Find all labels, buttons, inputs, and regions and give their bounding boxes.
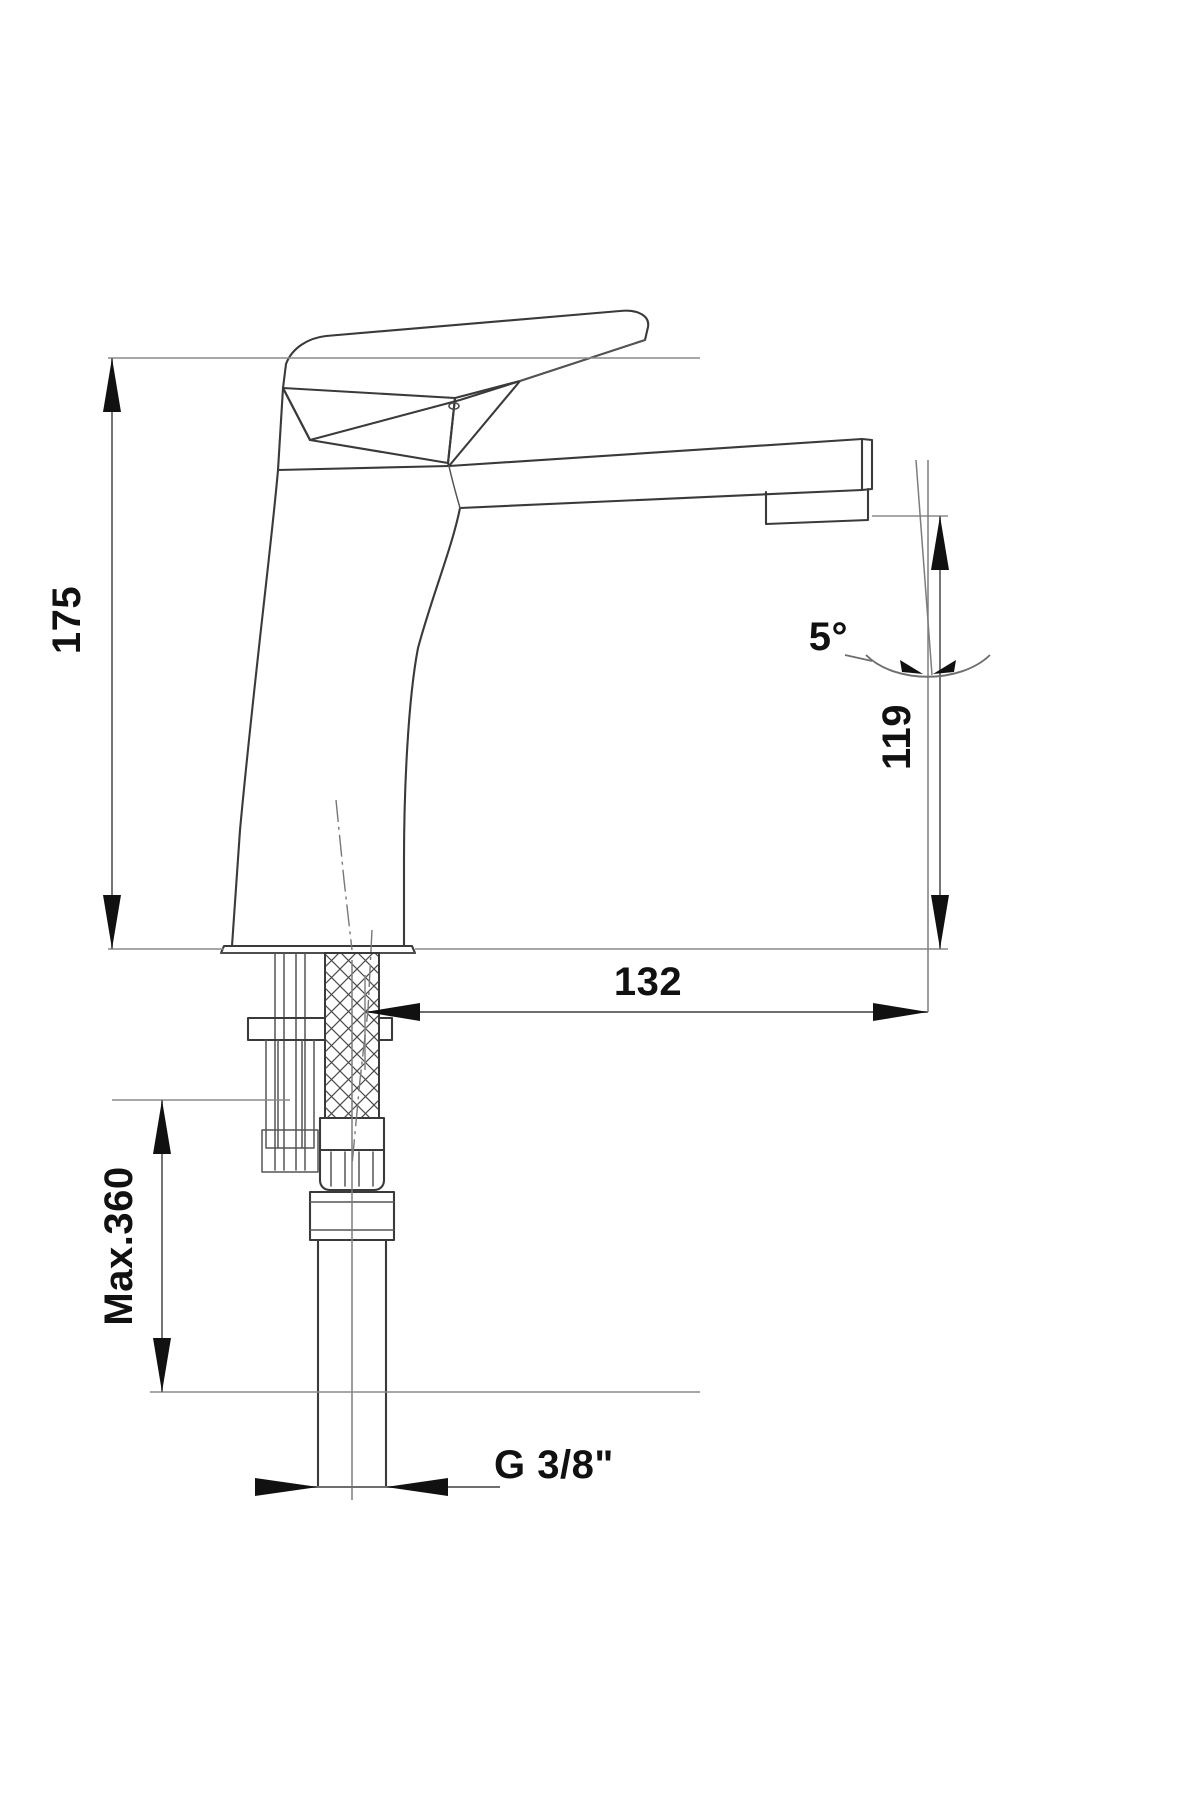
- angle-arrow-left: [900, 660, 923, 674]
- dimension-label-119: 119: [875, 704, 919, 770]
- hose-connector-nut-outline: [318, 1148, 386, 1192]
- stud-nut-left: [261, 1129, 319, 1173]
- angle-arrow-right: [933, 660, 956, 674]
- body-column-centerline: [351, 929, 373, 1166]
- dimension-label-5deg: 5°: [809, 615, 848, 659]
- arrow-g38-left: [255, 1478, 318, 1496]
- stud-sleeve-left: [265, 1039, 315, 1149]
- dimension-supply-thread-g38: G 3/8": [255, 1443, 614, 1496]
- arrow-360-bottom: [153, 1338, 171, 1392]
- arrow-132-right: [873, 1003, 928, 1021]
- dimension-overall-height-175: 175: [45, 357, 700, 950]
- body-top-edge: [276, 464, 451, 472]
- dimension-label-g38: G 3/8": [494, 1443, 614, 1487]
- spout-bottom-edge: [458, 488, 864, 510]
- dimension-spout-height-119: 119: [415, 515, 949, 950]
- arrow-119-bottom: [931, 895, 949, 949]
- arrow-175-top: [103, 358, 121, 412]
- spout-tip-outline: [860, 437, 874, 492]
- dimension-label-max360: Max.360: [97, 1166, 141, 1325]
- aerator-axis-line: [915, 459, 933, 676]
- dimension-aerator-angle-5deg: 5°: [809, 459, 991, 1012]
- spout-top-edge: [447, 437, 864, 468]
- body-right-profile: [402, 506, 462, 948]
- lever-handle-outline: [281, 309, 650, 442]
- arrow-132-left: [365, 1003, 420, 1021]
- dimension-label-175: 175: [45, 586, 89, 654]
- body-left-profile: [230, 468, 280, 948]
- body-shoulder-outline: [276, 386, 285, 472]
- arrow-175-bottom: [103, 895, 121, 949]
- spout-throat-fillet: [448, 465, 461, 509]
- body-column-centerline-upper: [335, 799, 353, 951]
- faucet-body-group: [219, 309, 874, 955]
- dimension-label-132: 132: [614, 960, 682, 1004]
- arrow-119-top: [931, 516, 949, 570]
- dimension-max-install-depth-360: Max.360: [97, 1099, 700, 1393]
- angle-leader-line: [844, 654, 873, 662]
- hex-nut-outline: [308, 1190, 396, 1242]
- lever-edge-line: [519, 339, 646, 382]
- aerator-housing-outline: [764, 487, 870, 526]
- lever-detent-marker: [448, 401, 460, 410]
- arrow-360-top: [153, 1100, 171, 1154]
- angle-arc: [865, 654, 991, 678]
- dimension-spout-reach-132: 132: [364, 960, 928, 1070]
- arrow-g38-right: [386, 1478, 448, 1496]
